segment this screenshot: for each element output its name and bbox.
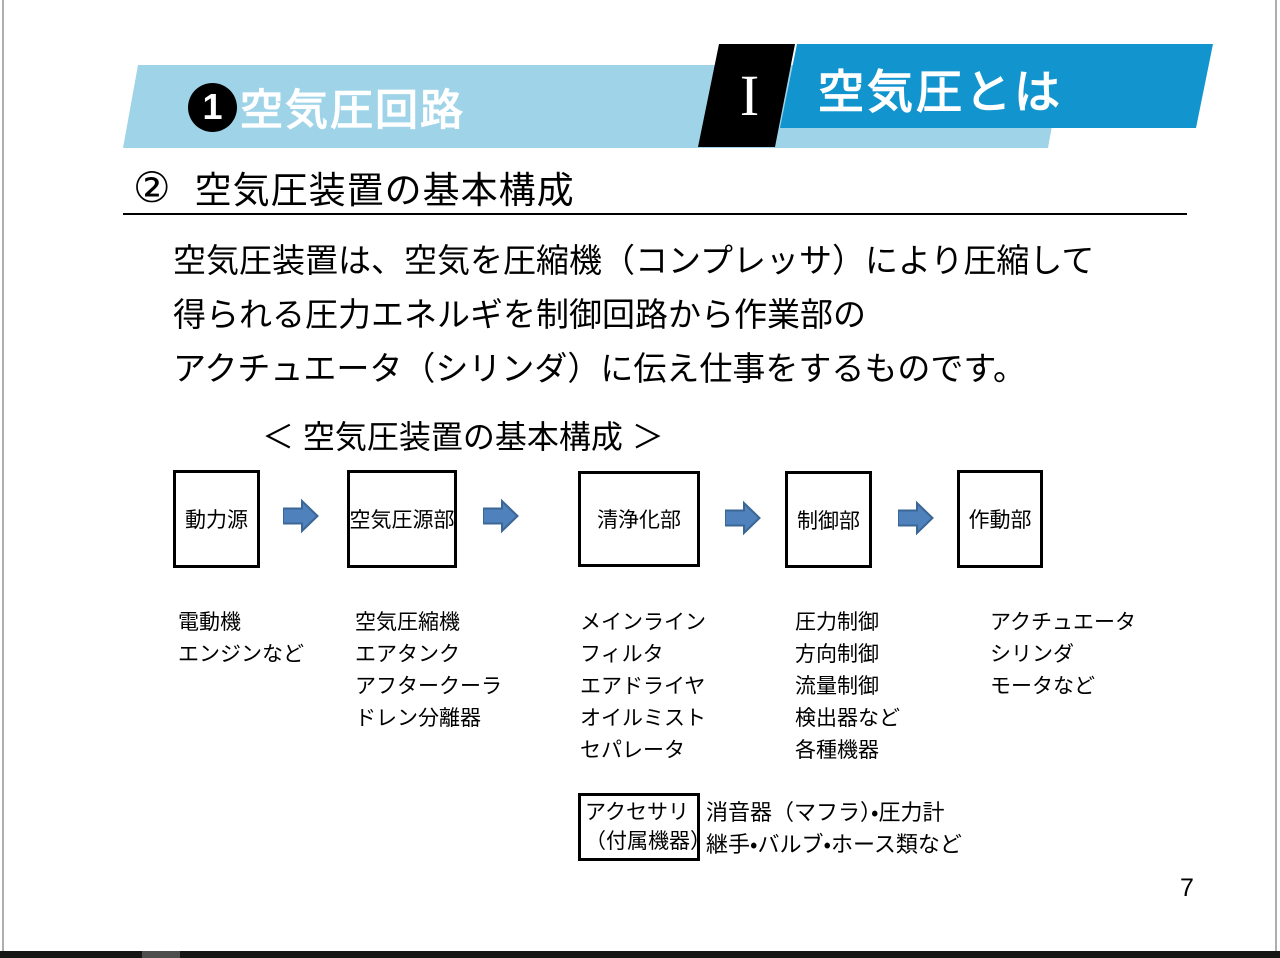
list-item: 方向制御 [795,643,879,666]
stage-items-air-supply: 空気圧縮機 エアタンク アフタークーラ ドレン分離器 [355,607,502,735]
page-heading: ② 空気圧装置の基本構成 [133,160,575,214]
list-item: 空気圧縮機 [355,611,460,634]
list-item: アフタークーラ [355,675,502,698]
list-item: オイルミスト [580,707,706,730]
list-item: アクチュエータ [990,611,1136,634]
diagram-caption: ＜ 空気圧装置の基本構成 ＞ [262,419,664,455]
accessory-box: アクセサリ （付属機器） [578,793,711,861]
stage-box-purification: 清浄化部 [578,471,700,567]
stage-box-control: 制御部 [785,471,872,568]
page-right-border [1275,0,1277,958]
bottom-bar [0,951,1280,958]
page-left-border [2,0,4,958]
list-item: エアタンク [355,643,460,666]
list-item: フィルタ [580,643,664,666]
flow-arrow-icon [282,498,320,534]
bottom-bar-segment [142,951,180,958]
chapter-label: 1 空気圧回路 [188,76,465,138]
list-item: メインライン [580,611,706,634]
intro-paragraph: 空気圧装置は、空気を圧縮機（コンプレッサ）により圧縮して 得られる圧力エネルギを… [173,234,1094,396]
chapter-number-badge: 1 [188,82,237,132]
stage-box-power-source: 動力源 [173,470,260,568]
accessory-description: 消音器（マフラ）・圧力計 継手・バルブ・ホース類など [706,797,962,861]
flow-arrow-icon [724,500,762,536]
heading-number: ② [133,163,171,211]
list-item: シリンダ [990,643,1074,666]
section-title-banner: 空気圧とは [780,44,1213,128]
page-number: 7 [1180,874,1194,902]
list-item: 各種機器 [795,739,879,762]
heading-text: 空気圧装置の基本構成 [194,170,575,211]
list-item: 流量制御 [795,675,879,698]
intro-line: 空気圧装置は、空気を圧縮機（コンプレッサ）により圧縮して [173,242,1095,279]
list-item: 圧力制御 [795,611,879,634]
section-title: 空気圧とは [818,66,1063,118]
list-item: エアドライヤ [580,675,706,698]
accessory-description-line: 消音器（マフラ）・圧力計 [706,800,945,825]
section-numeral: I [739,63,760,128]
stage-box-air-supply: 空気圧源部 [347,470,457,568]
list-item: 検出器など [795,707,900,730]
list-item: ドレン分離器 [355,707,481,730]
stage-items-actuation: アクチュエータ シリンダ モータなど [990,607,1136,703]
stage-box-actuation: 作動部 [957,470,1043,568]
heading-underline [123,213,1187,215]
list-item: エンジンなど [178,643,304,666]
list-item: モータなど [990,675,1095,698]
stage-items-power-source: 電動機 エンジンなど [178,607,304,671]
stage-items-control: 圧力制御 方向制御 流量制御 検出器など 各種機器 [795,607,900,767]
accessory-box-line: （付属機器） [585,830,711,853]
intro-line: アクチュエータ（シリンダ）に伝え仕事をするものです。 [173,350,1027,387]
chapter-title: 空気圧回路 [240,87,465,135]
flow-arrow-icon [897,500,935,536]
intro-line: 得られる圧力エネルギを制御回路から作業部の [173,296,866,333]
accessory-description-line: 継手・バルブ・ホース類など [706,832,962,857]
flow-arrow-icon [482,498,520,534]
stage-items-purification: メインライン フィルタ エアドライヤ オイルミスト セパレータ [580,607,706,767]
accessory-box-line: アクセサリ [585,801,689,824]
list-item: セパレータ [580,739,685,762]
list-item: 電動機 [178,611,241,634]
